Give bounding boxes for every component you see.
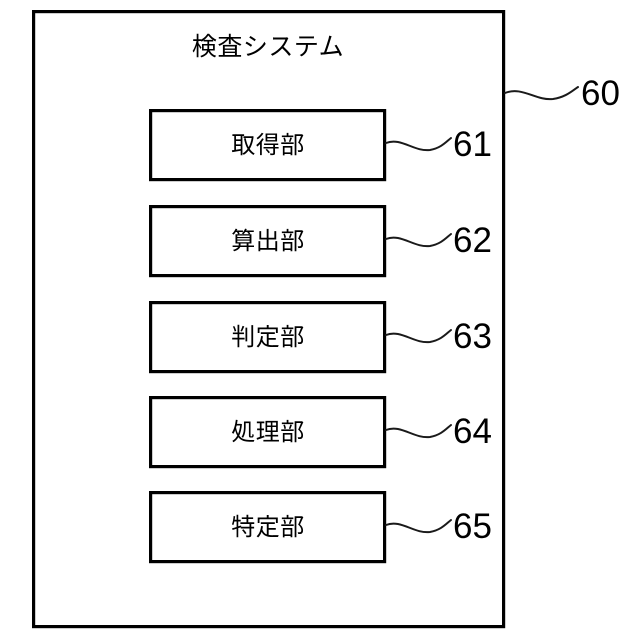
- unit-box-5: [149, 491, 387, 564]
- unit-label-4: 処理部: [231, 418, 305, 446]
- leader-line-62: [385, 233, 452, 248]
- unit-box-2: [149, 205, 387, 278]
- unit-label-3: 判定部: [231, 323, 305, 351]
- ref-numeral-60: 60: [581, 74, 620, 113]
- leader-line-60: [504, 86, 579, 101]
- ref-numeral-63: 63: [453, 317, 492, 356]
- unit-box-1: [149, 108, 387, 182]
- unit-label-1: 取得部: [231, 131, 305, 159]
- leader-line-64: [385, 424, 452, 439]
- unit-label-2: 算出部: [231, 227, 305, 255]
- leader-line-61: [385, 137, 452, 152]
- ref-numeral-65: 65: [453, 507, 492, 546]
- ref-numeral-62: 62: [453, 221, 492, 260]
- unit-label-5: 特定部: [231, 513, 305, 541]
- frame-title: 検査システム: [192, 32, 344, 61]
- unit-box-4: [149, 396, 387, 469]
- unit-box-3: [149, 301, 387, 374]
- ref-numeral-64: 64: [453, 412, 492, 451]
- leader-line-63: [385, 329, 452, 344]
- ref-numeral-61: 61: [453, 125, 492, 164]
- leader-line-65: [385, 519, 452, 534]
